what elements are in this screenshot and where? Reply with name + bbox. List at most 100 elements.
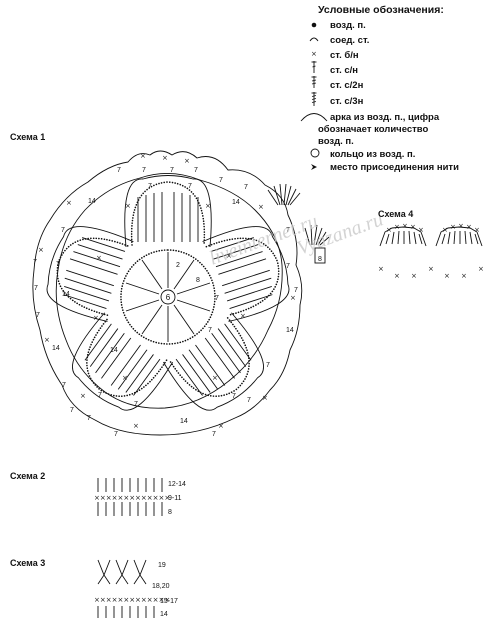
legend-sc: ст. б/н <box>330 50 359 61</box>
svg-text:14: 14 <box>232 199 240 206</box>
scheme3-row-label: 14 <box>160 611 168 618</box>
svg-text:7: 7 <box>36 312 40 319</box>
svg-text:7: 7 <box>244 184 248 191</box>
svg-text:7: 7 <box>266 362 270 369</box>
scheme3-diagram: ××××××××××××× 19 18,20 15-17 14 <box>94 559 178 618</box>
svg-text:×: × <box>411 272 417 280</box>
svg-text:7: 7 <box>286 227 290 234</box>
svg-text:×: × <box>93 314 99 322</box>
legend-join: место присоединения нити <box>330 162 459 173</box>
center-dot-ring <box>120 249 216 345</box>
svg-text:7: 7 <box>286 263 290 270</box>
svg-text:7: 7 <box>117 167 121 174</box>
legend: Условные обозначения: × возд. п. соед <box>300 4 459 173</box>
svg-text:7: 7 <box>98 392 102 399</box>
center-rays <box>125 252 211 342</box>
svg-text:7: 7 <box>87 415 91 422</box>
svg-text:7: 7 <box>62 382 66 389</box>
cross-icon: × <box>311 50 317 58</box>
inner-arch-ring <box>55 173 283 409</box>
svg-text:×: × <box>378 265 384 273</box>
svg-text:×: × <box>444 272 450 280</box>
svg-text:×: × <box>205 202 211 210</box>
outer-arch-border <box>32 150 303 436</box>
scheme2-row-label: 9-11 <box>168 495 182 502</box>
scheme2-row-label: 12-14 <box>168 481 186 488</box>
scheme3-sc-row: ××××××××××××× <box>94 596 170 604</box>
svg-text:×: × <box>418 226 424 234</box>
svg-text:7: 7 <box>212 431 216 438</box>
sc-crosses: ××× ××× ××× ××× ××× ××× ×× <box>38 152 296 430</box>
svg-text:×: × <box>44 336 50 344</box>
svg-text:×: × <box>478 265 484 273</box>
svg-text:×: × <box>442 226 448 234</box>
svg-text:14: 14 <box>286 327 294 334</box>
scheme1-flower: 6 2 7 7 7 7 7 7 14 14 7 7 7 7 8 7 7 7 14… <box>32 150 330 438</box>
svg-text:7: 7 <box>208 327 212 334</box>
svg-text:7: 7 <box>34 285 38 292</box>
tr-stitch-icon <box>311 76 317 88</box>
svg-text:7: 7 <box>247 397 251 404</box>
svg-text:7: 7 <box>232 393 236 400</box>
dc-stitch-icon <box>311 61 317 73</box>
right-fan-upper <box>267 183 301 206</box>
svg-text:×: × <box>290 294 296 302</box>
svg-text:×: × <box>226 252 232 260</box>
chain-dot-icon <box>311 22 317 28</box>
svg-text:×: × <box>133 422 139 430</box>
svg-text:7: 7 <box>188 183 192 190</box>
ring-icon <box>310 148 320 158</box>
right-fan-lower <box>304 224 330 264</box>
svg-text:×: × <box>450 223 456 231</box>
svg-text:×: × <box>386 226 392 234</box>
svg-text:×: × <box>458 222 464 230</box>
chain-arch-icon <box>300 113 328 122</box>
round-number: 2 <box>176 262 180 269</box>
dtr-stitch-icon <box>311 92 317 106</box>
svg-text:×: × <box>428 265 434 273</box>
svg-text:×: × <box>402 222 408 230</box>
svg-text:7: 7 <box>61 227 65 234</box>
legend-ring: кольцо из возд. п. <box>330 149 415 160</box>
slip-stitch-arc-icon <box>309 37 319 42</box>
petal-left <box>46 226 134 322</box>
svg-text:7: 7 <box>70 407 74 414</box>
svg-text:7: 7 <box>170 167 174 174</box>
svg-text:×: × <box>212 374 218 382</box>
legend-arch-2: обозначает количество <box>318 124 429 135</box>
legend-title: Условные обозначения: <box>318 4 444 16</box>
scheme4-diagram: ××× ×× ××× ×× ××× ××× × <box>378 222 484 280</box>
svg-text:14: 14 <box>110 347 118 354</box>
svg-text:7: 7 <box>56 261 60 268</box>
svg-text:×: × <box>218 422 224 430</box>
legend-dc: ст. с/н <box>330 65 358 76</box>
svg-text:×: × <box>262 394 268 402</box>
center-ring-count: 6 <box>166 293 171 302</box>
svg-text:×: × <box>80 392 86 400</box>
scheme3-row-label: 15-17 <box>160 598 178 605</box>
legend-slip-stitch: соед. ст. <box>330 35 369 46</box>
svg-text:7: 7 <box>148 183 152 190</box>
svg-text:×: × <box>66 199 72 207</box>
svg-text:8: 8 <box>196 277 200 284</box>
svg-text:7: 7 <box>142 167 146 174</box>
svg-text:×: × <box>184 157 190 165</box>
petal-right <box>202 226 290 322</box>
petal-bottom-right <box>163 312 264 411</box>
scheme2-label: Схема 2 <box>10 471 45 481</box>
svg-text:14: 14 <box>62 291 70 298</box>
svg-text:7: 7 <box>114 431 118 438</box>
svg-text:7: 7 <box>194 167 198 174</box>
svg-text:×: × <box>394 272 400 280</box>
svg-text:14: 14 <box>88 198 96 205</box>
scheme2-diagram: ××××××××××××× 12-14 9-11 8 <box>94 478 186 516</box>
scheme3-row-label: 18,20 <box>152 583 170 590</box>
svg-text:×: × <box>258 203 264 211</box>
scheme3-label: Схема 3 <box>10 558 45 568</box>
svg-text:×: × <box>140 152 146 160</box>
svg-text:7: 7 <box>219 177 223 184</box>
svg-text:7: 7 <box>215 295 219 302</box>
legend-dtr: ст. с/3н <box>330 96 364 107</box>
svg-text:8: 8 <box>318 256 322 263</box>
